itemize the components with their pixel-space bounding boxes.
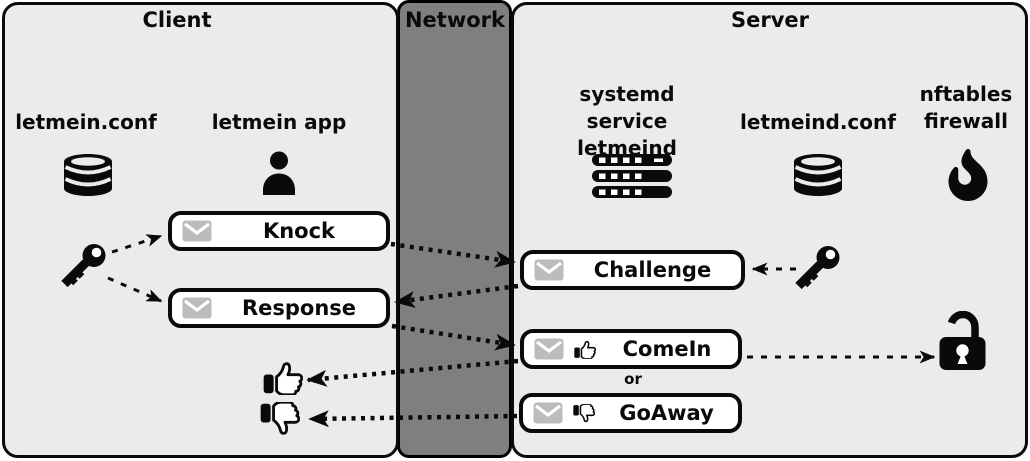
response-message-label: Response: [241, 296, 357, 320]
challenge-message: Challenge: [520, 250, 745, 290]
thumbs-down-icon: [260, 402, 300, 436]
thumbs-down-icon: [573, 404, 595, 423]
knock-message: Knock: [168, 211, 390, 251]
network-band: [397, 0, 512, 458]
firewall-label-line2: firewall: [924, 109, 1008, 133]
firewall-label: nftables firewall: [886, 81, 1030, 135]
firewall-label-line1: nftables: [919, 82, 1013, 106]
database-icon: [792, 153, 844, 197]
server-service-label: systemd service letmeind: [547, 81, 707, 162]
server-panel: [511, 2, 1028, 458]
envelope-icon: [182, 297, 212, 319]
database-icon: [62, 153, 114, 197]
server-config-label: letmeind.conf: [740, 110, 896, 134]
knock-message-label: Knock: [262, 219, 336, 243]
key-icon: [791, 242, 845, 296]
network-band-title: Network: [404, 8, 505, 32]
goaway-message-label: GoAway: [619, 401, 714, 425]
server-panel-title: Server: [730, 8, 809, 32]
key-icon: [57, 240, 111, 294]
response-message: Response: [168, 288, 390, 328]
open-padlock-icon: [938, 311, 993, 372]
thumbs-up-icon: [574, 340, 596, 359]
or-label: or: [624, 370, 642, 388]
client-app-label: letmein app: [211, 110, 347, 134]
envelope-icon: [533, 402, 563, 424]
envelope-icon: [182, 220, 212, 242]
comein-message-label: ComeIn: [622, 337, 712, 361]
server-service-label-line1: systemd service: [579, 82, 675, 133]
envelope-icon: [534, 259, 564, 281]
client-config-label: letmein.conf: [15, 110, 157, 134]
person-icon: [260, 151, 298, 195]
client-panel-title: Client: [142, 8, 212, 32]
challenge-message-label: Challenge: [593, 258, 712, 282]
goaway-message: GoAway: [519, 393, 742, 433]
envelope-icon: [534, 338, 564, 360]
server-rack-icon: [592, 154, 672, 198]
fire-icon: [947, 149, 989, 201]
thumbs-up-icon: [263, 361, 303, 395]
comein-message: ComeIn: [520, 329, 742, 369]
